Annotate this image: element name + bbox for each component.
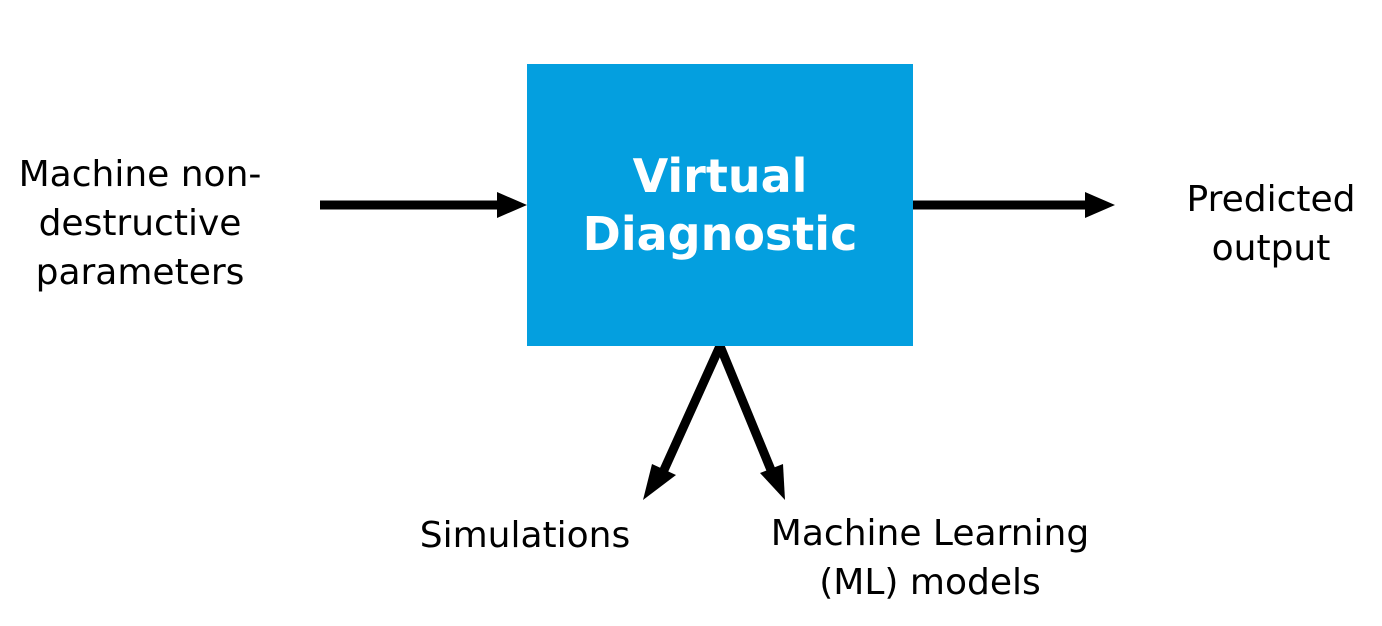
output-arrow xyxy=(910,192,1115,218)
ml-models-label: Machine Learning (ML) models xyxy=(770,513,1090,603)
ml-models-arrow xyxy=(715,344,785,500)
predicted-output-label: Predicted output xyxy=(1186,179,1356,269)
input-parameters-label: Machine non- destructive parameters xyxy=(18,154,262,293)
simulations-label: Simulations xyxy=(419,515,631,556)
virtual-diagnostic-title: Virtual Diagnostic xyxy=(582,149,858,261)
virtual-diagnostic-box: Virtual Diagnostic xyxy=(527,64,913,346)
input-arrow xyxy=(320,192,527,218)
simulations-arrow xyxy=(643,344,725,500)
